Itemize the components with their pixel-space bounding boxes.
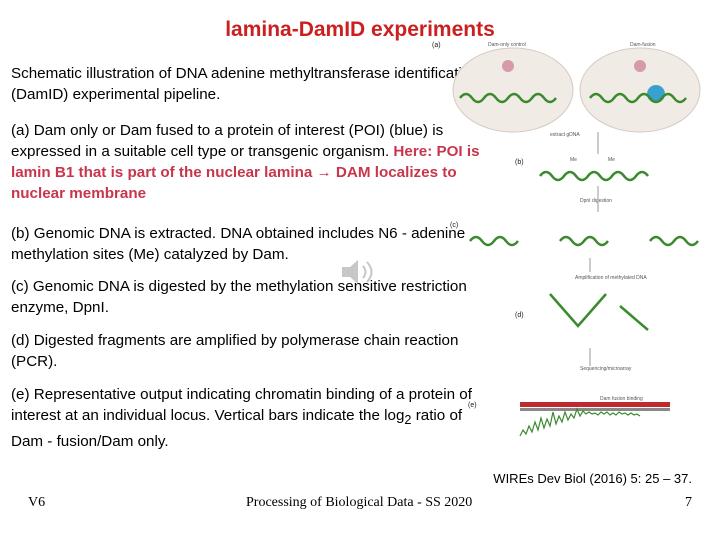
paragraph-a: (a) Dam only or Dam fused to a protein o… [11,120,481,204]
figure-label-b: (b) [515,159,524,166]
footer-course: Processing of Biological Data - SS 2020 [246,495,473,510]
reference-citation: WIREs Dev Biol (2016) 5: 25 – 37. [493,471,692,486]
locus-track [520,408,670,411]
paragraph-e-text: (e) Representative output indicating chr… [11,386,472,424]
figure-label-e: (e) [468,402,477,409]
paragraph-e: (e) Representative output indicating chr… [11,384,481,452]
dam-fusion-label: Dam-fusion [630,42,656,48]
paragraph-d: (d) Digested fragments are amplified by … [11,332,459,370]
amplify-label: Amplification of methylated DNA [575,275,647,281]
speaker-icon[interactable] [338,256,378,288]
me-label: Me [608,157,615,163]
dam-protein-icon [502,60,514,72]
amplified-dna [549,293,607,328]
paragraph-e-subscript: 2 [404,413,412,428]
dam-binding-label: Dam fusion binding [600,396,643,402]
poi-protein-icon [647,85,665,103]
paragraph-a-highlight: Here: POI is lamin B1 that is part of th… [11,143,480,202]
paragraph-c: (c) Genomic DNA is digested by the methy… [11,278,467,316]
figure-label-a: (a) [432,42,441,49]
fusion-cell [579,47,701,133]
page-number: 7 [685,495,692,510]
dam-only-label: Dam-only control [488,42,526,48]
damid-figure: (a) Dam-only control Dam-fusion (b) extr… [432,42,701,437]
dpni-label: DpnI digestion [580,198,612,204]
paragraph-b: (b) Genomic DNA is extracted. DNA obtain… [11,225,466,263]
amplified-dna [619,305,649,331]
footer-version: V6 [28,495,46,510]
intro-paragraph: Schematic illustration of DNA adenine me… [11,65,479,103]
sequencing-label: Sequencing/microarray [580,366,632,372]
dna-fragment [649,235,699,247]
binding-region-bar [520,402,670,407]
paragraph-a-text: (a) Dam only or Dam fused to a protein o… [11,122,444,160]
figure-label-d: (d) [515,312,524,319]
dna-strand [589,92,687,104]
dna-fragment [469,235,519,247]
me-label: Me [570,157,577,163]
control-cell [452,47,574,133]
dam-protein-icon [634,60,646,72]
slide-title: lamina-DamID experiments [225,18,495,41]
extract-label: extract gDNA [550,132,580,138]
log2-ratio-track [519,407,641,437]
figure-label-c: (c) [450,222,458,229]
dna-strand [459,92,557,104]
genomic-dna [539,170,649,182]
dna-fragment [559,235,609,247]
paragraph-e-tail: ratio of Dam - fusion/Dam only. [11,407,463,451]
